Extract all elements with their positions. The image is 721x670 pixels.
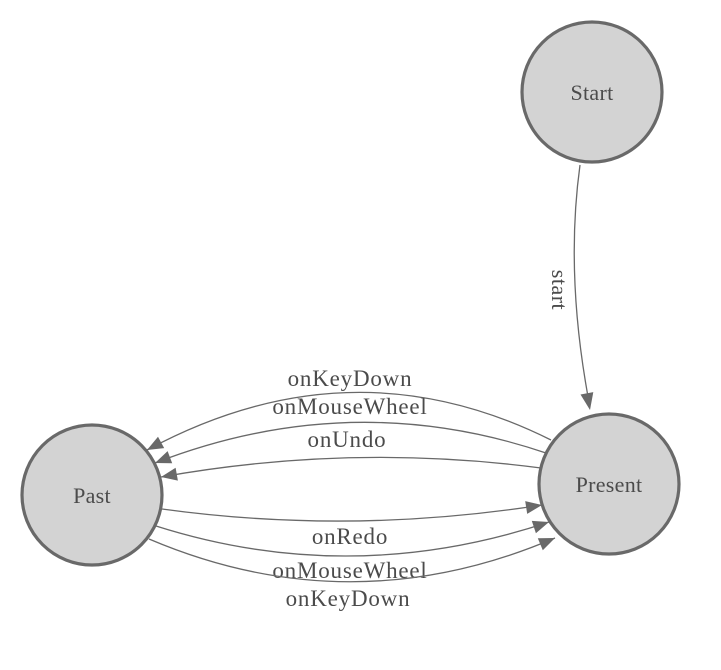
- edge-line: [161, 504, 543, 522]
- edge-label-onredo: onRedo: [312, 524, 388, 549]
- edge-present-to-past-onmousewheel: onMouseWheel: [154, 394, 547, 464]
- node-past-circle: [20, 423, 164, 567]
- edge-line: [146, 391, 552, 451]
- arrowhead-into-present-3: [537, 538, 555, 551]
- node-present-circle: [537, 412, 681, 556]
- edge-line: [154, 421, 547, 464]
- edge-label-onkeydown-bottom: onKeyDown: [286, 586, 411, 611]
- arrowhead-into-past-3: [161, 467, 178, 481]
- edge-line: [573, 164, 590, 403]
- edge-label-onkeydown-top: onKeyDown: [288, 366, 413, 391]
- edge-line: [148, 537, 556, 583]
- node-past: Past: [20, 423, 164, 567]
- edge-present-to-past-onkeydown: onKeyDown: [146, 366, 552, 451]
- node-start-circle: [520, 20, 664, 164]
- arrowhead-into-past-2: [155, 451, 173, 464]
- edge-present-to-past-onundo: onUndo: [160, 427, 542, 481]
- node-present: Present: [537, 412, 681, 556]
- edge-start-to-present: start: [547, 164, 594, 410]
- edge-label-onundo: onUndo: [308, 427, 387, 452]
- edge-label-onmousewheel-top: onMouseWheel: [272, 394, 427, 419]
- edge-label-start: start: [547, 270, 572, 310]
- arrowhead-into-past-1: [147, 436, 165, 450]
- node-start-label: Start: [570, 80, 613, 105]
- edge-past-to-present-onkeydown: onKeyDown: [148, 537, 556, 611]
- node-start: Start: [520, 20, 664, 164]
- edge-line: [155, 521, 550, 557]
- node-past-label: Past: [73, 483, 111, 508]
- node-present-label: Present: [576, 472, 643, 497]
- edge-line: [160, 456, 542, 478]
- edge-past-to-present-onredo: onRedo: [161, 501, 543, 549]
- arrowhead-into-present-top: [580, 392, 594, 410]
- arrowhead-into-present-2: [531, 520, 549, 534]
- arrowhead-into-present-1: [525, 501, 542, 514]
